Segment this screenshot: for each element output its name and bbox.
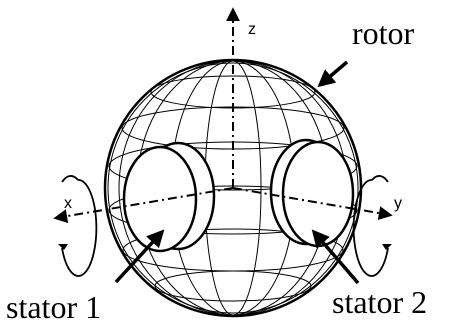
stator-2-arrow xyxy=(311,229,360,285)
stator-2-label: stator 2 xyxy=(332,284,427,320)
axes xyxy=(53,7,393,224)
rotor-arrow xyxy=(317,60,349,88)
stator-1-label: stator 1 xyxy=(6,289,101,325)
stator-1-arrow xyxy=(114,229,165,284)
x-axis-label: x xyxy=(64,195,72,212)
z-axis-label: z xyxy=(248,21,256,38)
y-axis xyxy=(232,187,393,221)
x-rotation-loop xyxy=(58,175,98,277)
rotor-label: rotor xyxy=(352,15,415,51)
stator-2 xyxy=(269,138,355,248)
y-rotation-loop xyxy=(352,175,392,277)
y-axis-label: y xyxy=(394,195,402,212)
x-axis xyxy=(53,187,234,224)
stator-1 xyxy=(122,141,216,253)
